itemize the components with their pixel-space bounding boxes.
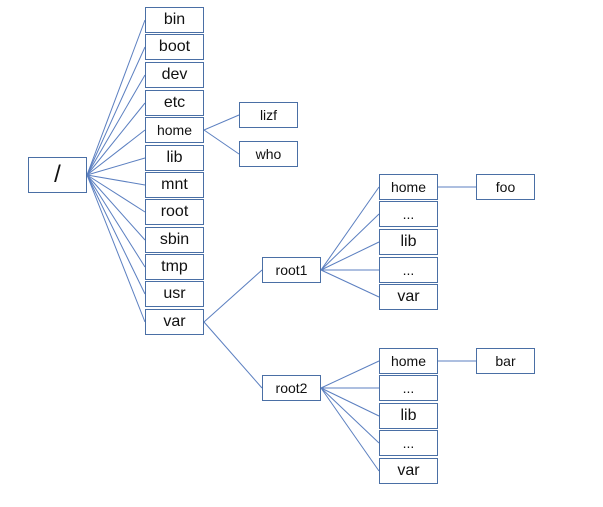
edge-root-to-root-dir — [86, 174, 146, 213]
node-root-dir: root — [145, 199, 204, 225]
node-home: home — [145, 117, 204, 143]
node-root2: root2 — [262, 375, 321, 401]
node-root2-var: var — [379, 458, 438, 484]
node-who: who — [239, 141, 298, 167]
node-bin: bin — [145, 7, 204, 33]
node-var: var — [145, 309, 204, 335]
node-bar: bar — [476, 348, 535, 374]
edge-root2-to-root2-var — [320, 387, 380, 472]
node-foo: foo — [476, 174, 535, 200]
node-etc: etc — [145, 90, 204, 116]
node-root2-lib: lib — [379, 403, 438, 429]
edge-root2-to-root2-lib — [320, 387, 380, 417]
edge-root1-to-root1-lib — [320, 241, 380, 271]
edge-home-to-lizf — [203, 114, 240, 131]
node-mnt: mnt — [145, 172, 204, 198]
node-root1-ellipsis-2: ... — [379, 257, 438, 283]
edge-home-to-who — [203, 129, 240, 155]
node-root1-home: home — [379, 174, 438, 200]
edge-root-to-var — [86, 174, 146, 323]
edge-root-to-tmp — [86, 174, 146, 268]
edge-root2-to-root2-ellipsis-2 — [320, 387, 380, 444]
node-root1-ellipsis-1: ... — [379, 201, 438, 227]
node-lizf: lizf — [239, 102, 298, 128]
edge-root-to-sbin — [86, 174, 146, 241]
edge-root-to-boot — [86, 46, 146, 176]
node-root2-ellipsis-2: ... — [379, 430, 438, 456]
node-tmp: tmp — [145, 254, 204, 280]
edge-root-to-dev — [86, 74, 146, 176]
edge-root2-to-root2-home — [320, 360, 380, 389]
node-dev: dev — [145, 62, 204, 88]
edge-root1-to-root1-var — [320, 269, 380, 298]
edge-var-to-root1 — [203, 269, 263, 323]
node-root2-home: home — [379, 348, 438, 374]
node-sbin: sbin — [145, 227, 204, 253]
node-root1: root1 — [262, 257, 321, 283]
node-root: / — [28, 157, 87, 193]
edge-root-to-etc — [86, 102, 146, 176]
node-usr: usr — [145, 281, 204, 307]
edge-root1-to-root1-ellipsis-1 — [320, 213, 380, 271]
node-boot: boot — [145, 34, 204, 60]
node-lib: lib — [145, 145, 204, 171]
edge-root-to-lib — [86, 157, 146, 176]
edge-root-to-mnt — [86, 174, 146, 186]
node-root1-lib: lib — [379, 229, 438, 255]
node-root2-ellipsis-1: ... — [379, 375, 438, 401]
edge-root-to-usr — [86, 174, 146, 295]
edge-var-to-root2 — [203, 321, 263, 389]
edge-root1-to-root1-home — [320, 186, 380, 271]
edge-root-to-home — [86, 129, 146, 176]
node-root1-var: var — [379, 284, 438, 310]
edge-root-to-bin — [86, 19, 146, 176]
